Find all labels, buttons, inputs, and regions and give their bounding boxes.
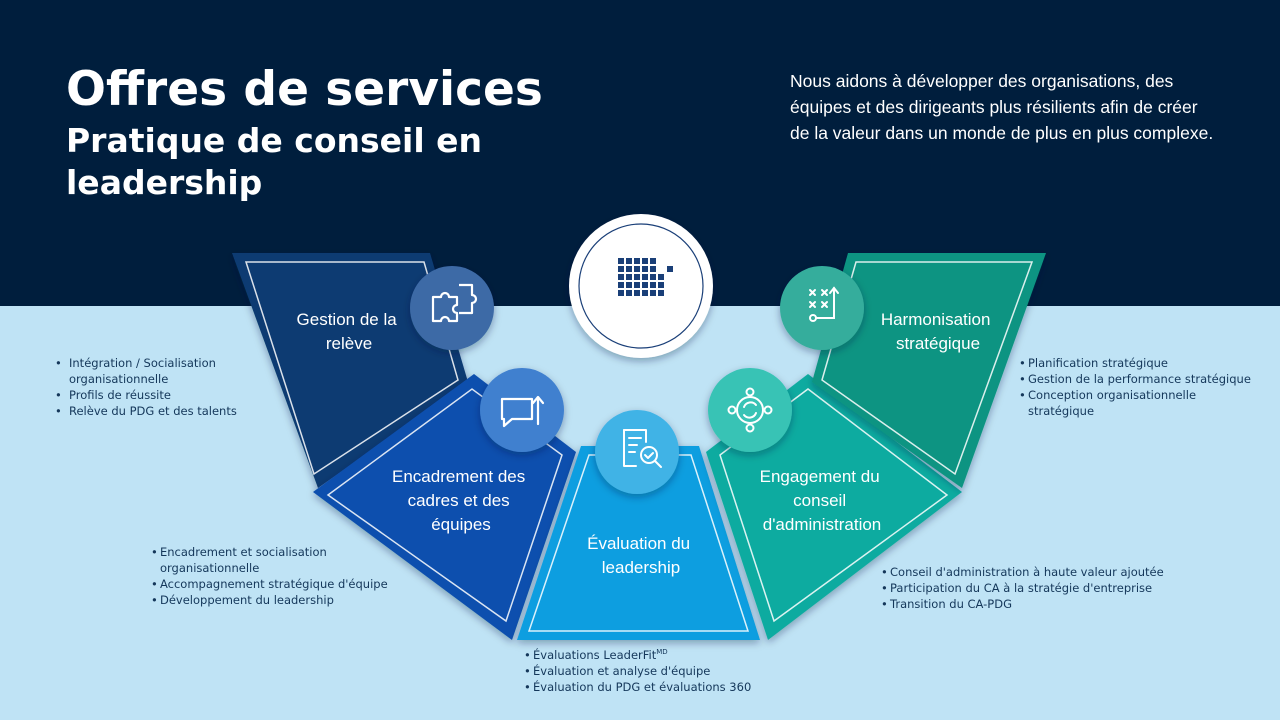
- segment-harmonisation[interactable]: Harmonisation stratégique: [812, 253, 1046, 488]
- bullets-harmonisation: Planification stratégique Gestion de la …: [1019, 355, 1259, 419]
- segment-cadres-border: [326, 388, 563, 623]
- icon-circle-evaluation: [595, 410, 679, 494]
- icon-circle-releve: [410, 266, 494, 350]
- list-item: Développement du leadership: [151, 592, 391, 608]
- segment-evaluation-shape: [517, 446, 760, 640]
- bullets-evaluation: Évaluations LeaderFitMD Évaluation et an…: [524, 647, 824, 695]
- list-item: Encadrement et socialisation organisatio…: [151, 544, 391, 576]
- list-item: Transition du CA-PDG: [881, 596, 1221, 612]
- list-item: Relève du PDG et des talents: [51, 403, 281, 419]
- icon-circle-cadres: [480, 368, 564, 452]
- puzzle-icon: [431, 283, 478, 323]
- list-item: Évaluations LeaderFitMD: [524, 647, 824, 663]
- document-check-icon: [623, 429, 662, 468]
- icon-circle-conseil: [708, 368, 792, 452]
- list-item: Intégration / Socialisation organisation…: [51, 355, 281, 387]
- list-item: Conseil d'administration à haute valeur …: [881, 564, 1221, 580]
- cycle-icon: [727, 387, 773, 433]
- bullets-cadres: Encadrement et socialisation organisatio…: [151, 544, 391, 608]
- segment-releve-shape: [232, 253, 468, 488]
- list-item: Accompagnement stratégique d'équipe: [151, 576, 391, 592]
- bullets-conseil: Conseil d'administration à haute valeur …: [881, 564, 1221, 612]
- segment-releve-border: [244, 261, 459, 476]
- list-item: Planification stratégique: [1019, 355, 1259, 371]
- page-subtitle: Pratique de conseil en leadership: [66, 121, 483, 202]
- list-item: Profils de réussite: [51, 387, 281, 403]
- segment-evaluation[interactable]: Évaluation du leadership: [517, 446, 760, 640]
- bullets-releve: Intégration / Socialisation organisation…: [51, 355, 281, 419]
- list-item: Évaluation et analyse d'équipe: [524, 663, 824, 679]
- strategy-icon: [809, 286, 839, 322]
- list-item: Conception organisationnelle stratégique: [1019, 387, 1259, 419]
- grid-logo-icon: [618, 258, 673, 296]
- list-item: Gestion de la performance stratégique: [1019, 371, 1259, 387]
- chat-arrow-icon: [500, 395, 545, 428]
- icon-circle-harmonisation: [780, 266, 864, 350]
- segment-evaluation-label: Évaluation du leadership: [587, 534, 695, 577]
- intro-text: Nous aidons à développer des organisatio…: [790, 71, 1214, 143]
- page-title: Offres de services: [66, 62, 543, 117]
- segment-releve-label: Gestion de la relève: [297, 310, 402, 353]
- segment-harmonisation-label: Harmonisation stratégique: [881, 310, 995, 353]
- segment-conseil-label: Engagement du conseil d'administration: [760, 467, 885, 534]
- list-item: Évaluation du PDG et évaluations 360: [524, 679, 824, 695]
- segment-harmonisation-shape: [812, 253, 1046, 488]
- trademark-sup: MD: [656, 648, 668, 656]
- list-item: Participation du CA à la stratégie d'ent…: [881, 580, 1221, 596]
- center-logo: [569, 214, 713, 358]
- segment-cadres-label: Encadrement des cadres et des équipes: [392, 467, 530, 534]
- segment-releve[interactable]: Gestion de la relève: [232, 253, 468, 488]
